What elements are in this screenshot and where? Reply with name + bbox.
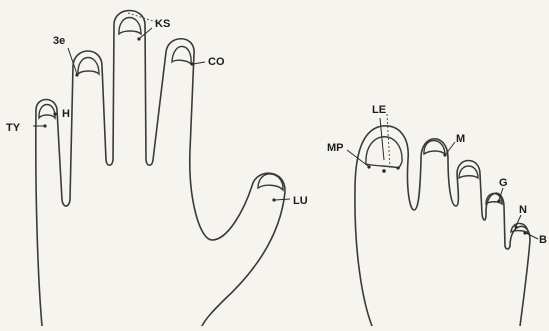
label-n: N — [519, 204, 527, 216]
point-3e — [75, 73, 78, 76]
point-g — [497, 199, 500, 202]
point-le — [382, 169, 386, 173]
point-ty — [43, 124, 46, 127]
point-le-2 — [396, 166, 399, 169]
point-lu — [272, 198, 275, 201]
label-h: H — [62, 108, 70, 120]
label-ks: KS — [155, 18, 170, 30]
label-3e: 3e — [53, 35, 65, 47]
label-co: CO — [208, 56, 225, 68]
point-b — [523, 231, 526, 234]
label-g: G — [499, 177, 508, 189]
label-m: M — [456, 133, 465, 145]
point-n — [514, 225, 517, 228]
point-h — [53, 112, 56, 115]
label-le: LE — [372, 104, 386, 116]
label-b: B — [539, 234, 547, 246]
point-ks — [137, 37, 140, 40]
point-mp — [367, 165, 370, 168]
point-co — [190, 62, 193, 65]
label-ty: TY — [6, 122, 21, 134]
label-mp: MP — [327, 142, 344, 154]
point-m — [443, 153, 446, 156]
label-lu: LU — [293, 195, 308, 207]
